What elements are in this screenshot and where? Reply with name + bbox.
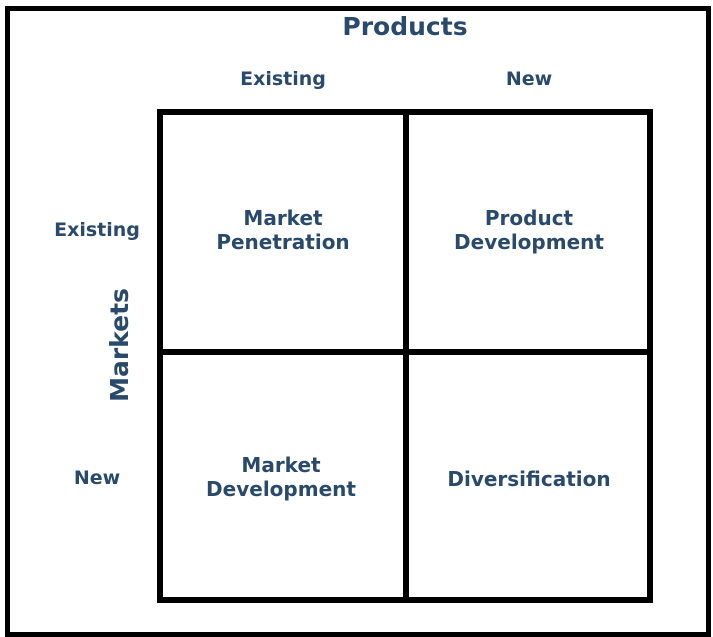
horizontal-divider	[157, 349, 653, 355]
quadrant-line: Market	[243, 206, 323, 230]
quadrant-line: Product	[484, 206, 574, 230]
quadrant-line: Penetration	[216, 230, 350, 254]
quadrant-product-development: Product Development	[414, 206, 644, 254]
row-label-new: New	[73, 467, 121, 489]
quadrant-line: Development	[454, 230, 604, 254]
vertical-divider	[403, 109, 409, 603]
quadrant-line: Development	[206, 477, 356, 501]
column-label-existing: Existing	[240, 68, 326, 90]
quadrant-line: Market	[241, 453, 321, 477]
column-label-new: New	[505, 68, 553, 90]
markets-axis-title: Markets	[105, 288, 134, 402]
quadrant-market-development: Market Development	[166, 453, 396, 501]
quadrant-diversification: Diversification	[414, 467, 644, 491]
quadrant-market-penetration: Market Penetration	[168, 206, 398, 254]
products-axis-title: Products	[342, 12, 468, 41]
row-label-existing: Existing	[54, 219, 140, 241]
quadrant-line: Diversification	[447, 467, 611, 491]
